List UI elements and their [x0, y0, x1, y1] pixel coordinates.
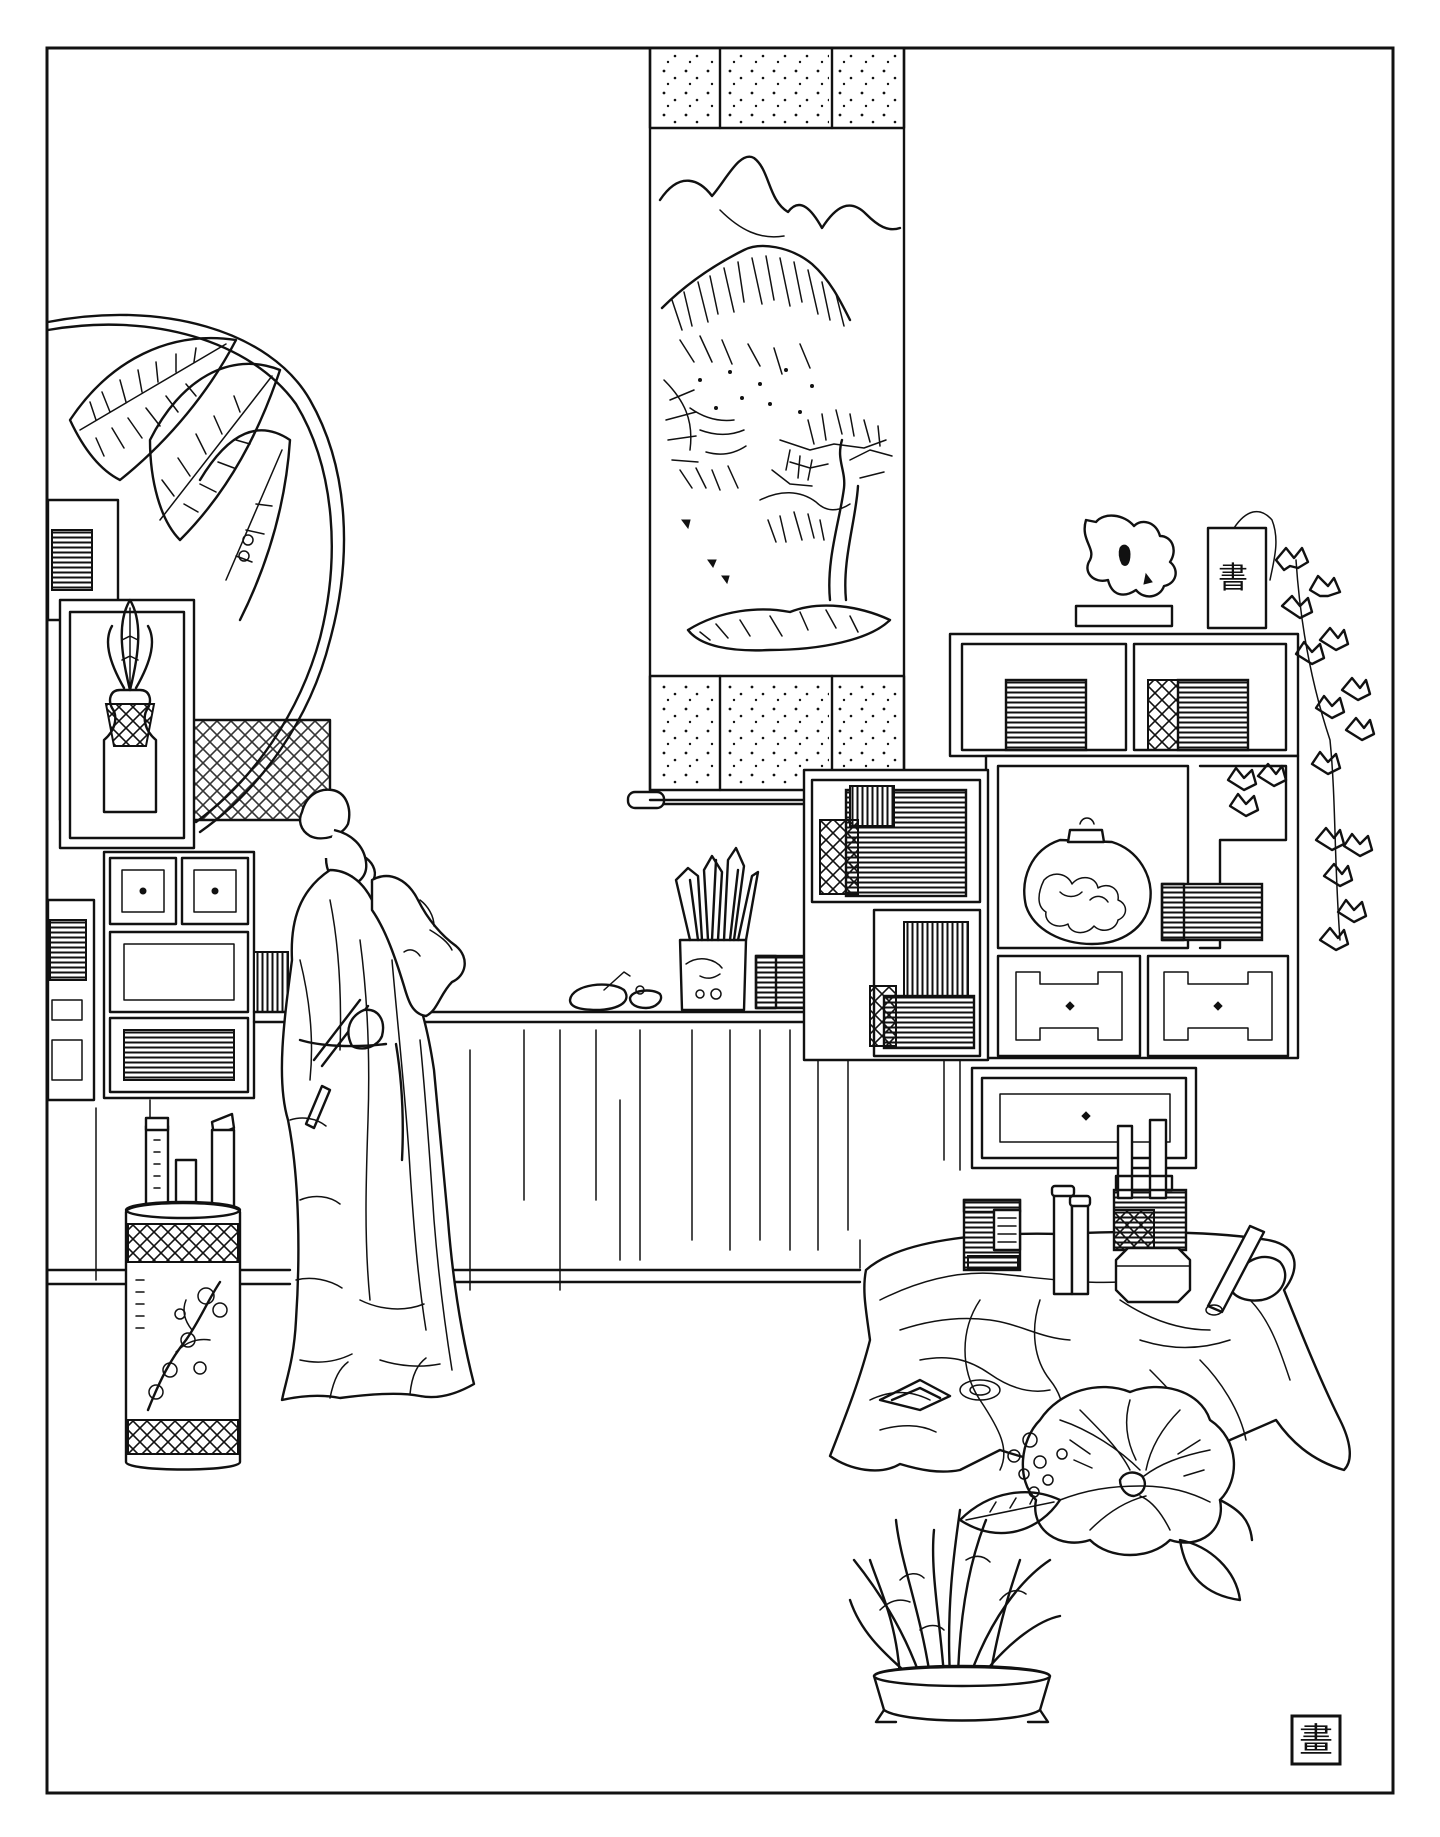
seal-glyph: 畫	[1299, 1721, 1333, 1761]
left-curio-shelf	[46, 498, 289, 1102]
standing-scholar-figure	[280, 788, 476, 1402]
tree-stump-table	[828, 1118, 1351, 1473]
potted-orchid	[848, 1508, 1062, 1724]
porcelain-scroll-jar	[124, 1112, 242, 1471]
peony-flower	[958, 1385, 1254, 1602]
hanging-ivy-leaves	[1226, 546, 1376, 952]
hanging-tablet: 書	[1206, 510, 1277, 630]
desk-objects	[568, 846, 848, 1012]
tablet-glyph: 書	[1218, 561, 1248, 596]
artist-seal: 畫	[1290, 1714, 1342, 1766]
hanging-landscape-scroll	[626, 46, 908, 810]
